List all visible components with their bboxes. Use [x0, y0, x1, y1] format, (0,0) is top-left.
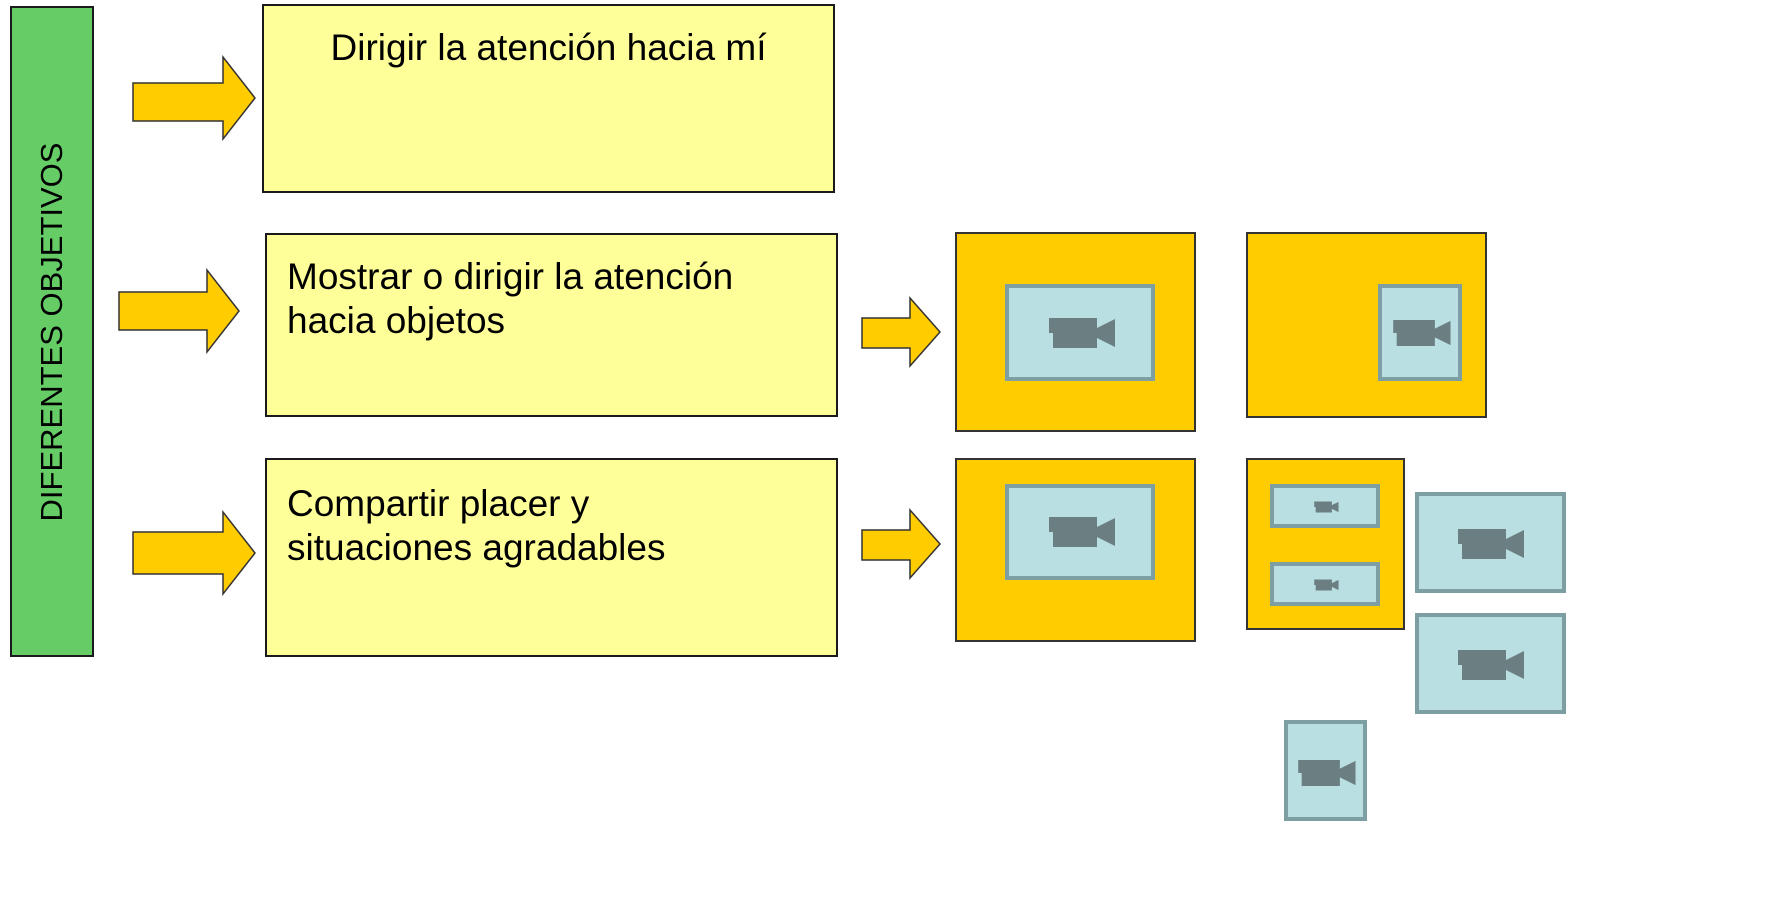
video-camera-icon: [1314, 501, 1339, 513]
arrow-right-icon: [132, 54, 256, 142]
goal-box-attention-to-me: Dirigir la atención hacia mí: [262, 4, 835, 193]
video-camera-icon: [1049, 517, 1115, 547]
side-label: DIFERENTES OBJETIVOS: [34, 142, 69, 521]
screen-frame: [1415, 613, 1566, 714]
arrow-right-icon: [132, 509, 256, 597]
scene-panel: [1246, 232, 1487, 418]
screen-frame: [1005, 284, 1155, 381]
screen-frame: [1284, 720, 1367, 821]
video-camera-icon: [1298, 759, 1356, 787]
goal-box-show-objects: Mostrar o dirigir la atención hacia obje…: [265, 233, 838, 417]
goal-text-line: hacia objetos: [287, 300, 506, 342]
screen-frame: [1378, 284, 1462, 381]
screen-frame: [1005, 484, 1155, 580]
video-camera-icon: [1314, 579, 1339, 591]
arrow-right-icon: [861, 508, 942, 580]
goal-box-share-pleasure: Compartir placer y situaciones agradable…: [265, 458, 838, 657]
scene-panel: [1246, 458, 1405, 630]
scene-panel: [955, 232, 1196, 432]
screen-frame: [1270, 484, 1380, 528]
goal-text-line: Compartir placer y: [287, 483, 590, 524]
arrow-right-icon: [118, 267, 240, 355]
video-camera-icon: [1458, 650, 1524, 680]
screen-frame: [1415, 492, 1566, 593]
goal-text: Dirigir la atención hacia mí: [330, 27, 767, 68]
screen-frame: [1270, 562, 1380, 606]
video-camera-icon: [1458, 529, 1524, 559]
side-label-box: DIFERENTES OBJETIVOS: [10, 6, 94, 657]
video-camera-icon: [1393, 319, 1451, 347]
arrow-right-icon: [861, 296, 942, 368]
goal-text-line: Mostrar o dirigir la atención: [287, 256, 734, 297]
video-camera-icon: [1049, 318, 1115, 348]
goal-text-line: situaciones agradables: [287, 527, 666, 569]
scene-panel: [955, 458, 1196, 642]
